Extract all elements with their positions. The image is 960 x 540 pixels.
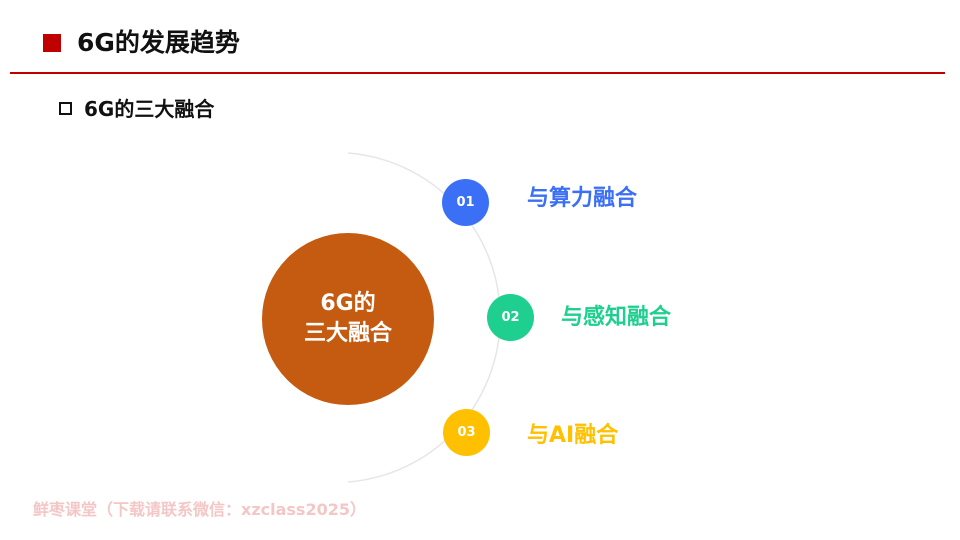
- watermark-text: 鲜枣课堂（下载请联系微信：xzclass2025）: [33, 500, 366, 519]
- item-label-ai: 与AI融合: [527, 423, 619, 448]
- item-label-sensing: 与感知融合: [561, 305, 672, 330]
- center-circle: 6G的 三大融合: [262, 233, 434, 405]
- subtitle-bullet-icon: [59, 102, 72, 115]
- node-03: 03: [443, 409, 490, 456]
- section-subtitle: 6G的三大融合: [84, 97, 215, 121]
- title-bullet-square: [43, 34, 61, 52]
- center-text-line1: 6G的: [320, 291, 376, 316]
- page-title: 6G的发展趋势: [77, 28, 240, 57]
- center-text-line2: 三大融合: [303, 321, 392, 346]
- item-label-compute: 与算力融合: [527, 186, 638, 211]
- title-divider: [10, 72, 945, 74]
- node-number: 03: [457, 425, 476, 440]
- node-01: 01: [442, 179, 489, 226]
- node-02: 02: [487, 294, 534, 341]
- node-number: 02: [501, 310, 520, 325]
- node-number: 01: [456, 195, 475, 210]
